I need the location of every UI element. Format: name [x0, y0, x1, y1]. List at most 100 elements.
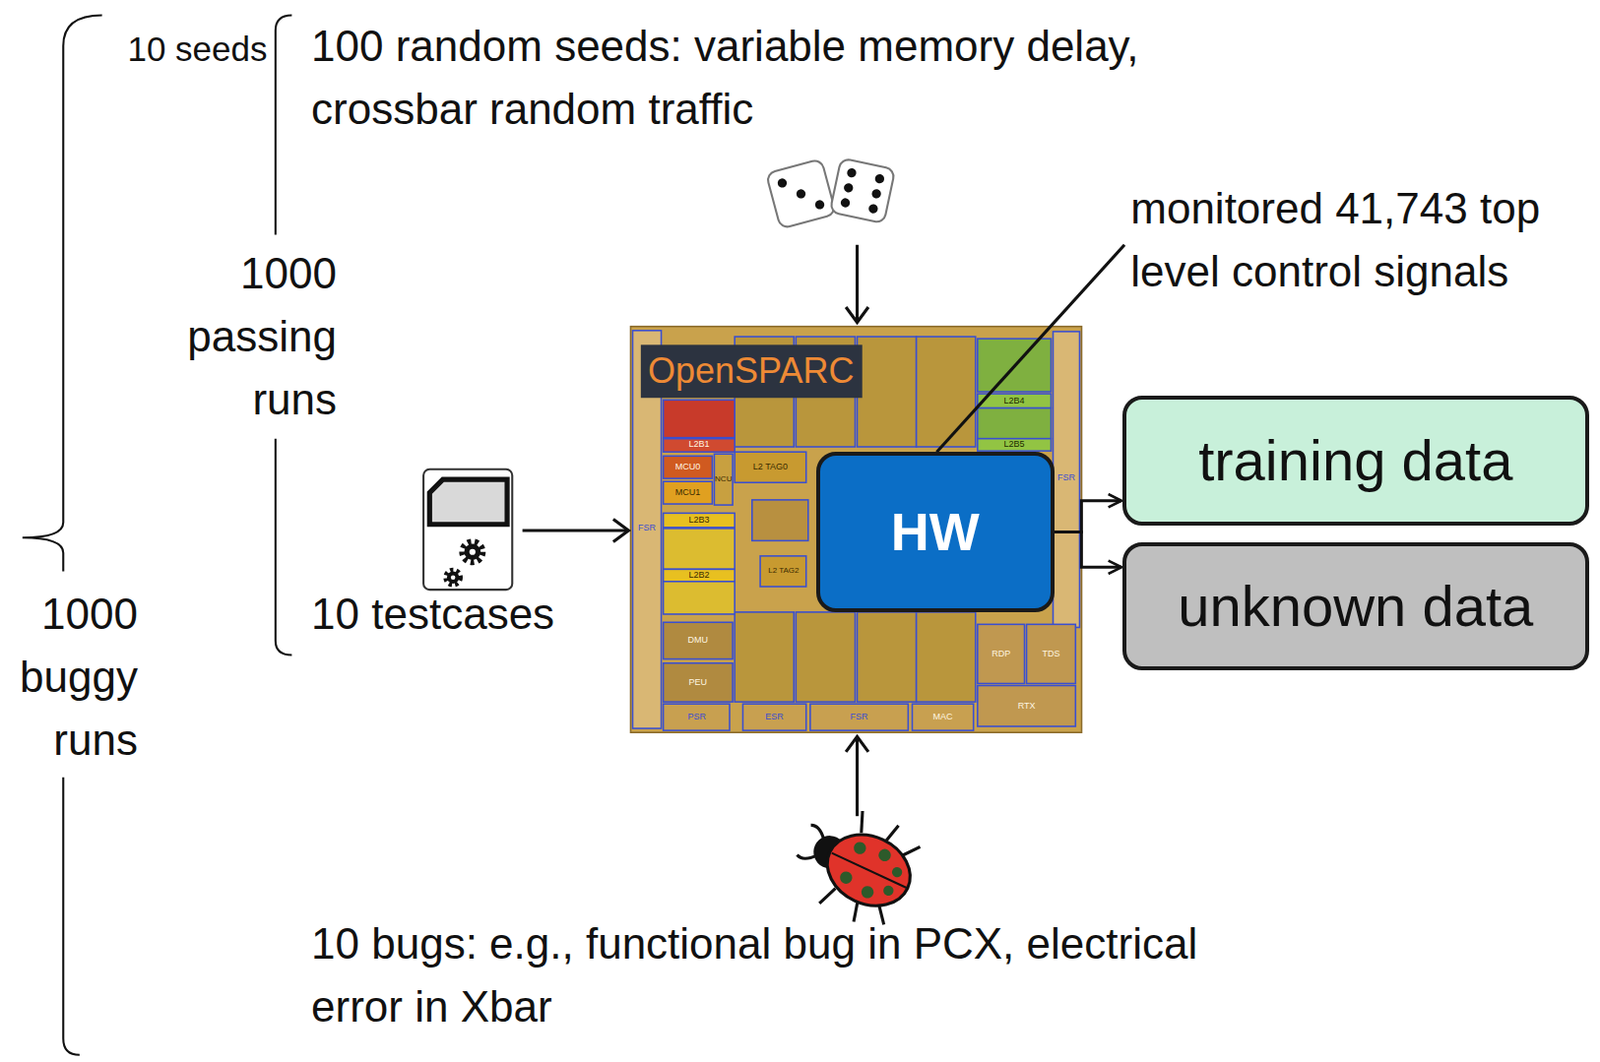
- testcase-icon: [423, 469, 512, 590]
- core-block: [795, 612, 855, 703]
- gear-teeth: [461, 541, 483, 563]
- io-block: [1026, 624, 1077, 684]
- tag-block: [760, 556, 807, 587]
- cache-block: [663, 439, 736, 452]
- input-note: 10 testcases: [311, 582, 705, 646]
- leg: [819, 885, 835, 907]
- gear-teeth: [446, 570, 461, 585]
- callout-note: monitored 41,743 top level control signa…: [1130, 177, 1599, 304]
- arrowhead: [613, 519, 630, 543]
- cache-block: [663, 512, 736, 528]
- serdes-block: [663, 704, 730, 731]
- arrowhead: [845, 736, 869, 753]
- hardware-box: HW: [816, 451, 1054, 613]
- bracket: [63, 777, 80, 1056]
- card-body: [423, 469, 512, 590]
- spot: [851, 839, 869, 857]
- block-label: MAC: [915, 711, 971, 723]
- cache-block: [663, 569, 736, 581]
- pip: [776, 177, 788, 189]
- shell-split: [832, 853, 908, 890]
- serdes-block: [742, 704, 806, 731]
- memory-block: [663, 481, 713, 505]
- run-count: 1000 passing runs: [154, 242, 337, 432]
- arrow-line: [522, 528, 628, 532]
- pip: [842, 182, 854, 193]
- cache-block: [977, 439, 1052, 451]
- pip: [874, 173, 886, 185]
- spot: [876, 847, 894, 865]
- block-label: FSR: [1053, 472, 1080, 484]
- block-label: ESR: [745, 711, 805, 723]
- io-block: [977, 686, 1076, 727]
- serdes-block: [911, 704, 973, 731]
- core-block: [857, 336, 917, 448]
- output-box: unknown data: [1122, 542, 1590, 671]
- core-block: [734, 612, 794, 703]
- brackets: [22, 15, 293, 1056]
- block-label: PSR: [667, 711, 727, 723]
- block-label: PEU: [668, 677, 728, 689]
- arrow-line: [855, 738, 859, 817]
- io-block: [977, 624, 1025, 684]
- core-block: [857, 612, 917, 703]
- box-text: HW: [891, 501, 980, 563]
- shell: [815, 822, 922, 920]
- center-block: [752, 500, 809, 541]
- block-label: FSR: [632, 522, 662, 534]
- card-label: [429, 479, 508, 525]
- pip: [867, 203, 879, 215]
- die: [766, 158, 836, 229]
- box-text: unknown data: [1177, 574, 1534, 640]
- pip: [845, 167, 857, 179]
- gear-hole: [450, 575, 456, 580]
- block-label: MCU1: [663, 487, 713, 499]
- input-arrows: [522, 245, 1125, 817]
- spot: [859, 884, 877, 901]
- core-block: [916, 336, 976, 448]
- block-label: FSR: [830, 711, 890, 723]
- cache-block: [663, 581, 736, 615]
- block-label: TDS: [1028, 648, 1073, 660]
- spot: [890, 865, 904, 880]
- pip: [814, 198, 826, 210]
- input-note: 10 bugs: e.g., functional bug in PCX, el…: [311, 912, 1247, 1039]
- block-label: L2 TAG0: [740, 461, 800, 473]
- pip: [795, 188, 807, 199]
- bracket: [275, 15, 293, 236]
- gear: [447, 571, 459, 583]
- pip: [871, 188, 883, 199]
- block-label: L2B3: [669, 514, 729, 526]
- dice-icon: [766, 158, 896, 230]
- seed-count: 10 seeds: [95, 27, 268, 71]
- die-body: [630, 326, 1082, 734]
- run-count: 1000 buggy runs: [0, 582, 138, 772]
- block-label: L2B1: [669, 439, 729, 450]
- serdes-block: [810, 704, 908, 731]
- io-block: [663, 622, 733, 659]
- block-label: L2B5: [984, 439, 1044, 450]
- memory-block: [663, 455, 713, 479]
- pad-strip: [1053, 331, 1081, 629]
- logo-text: OpenSPARC: [640, 349, 862, 393]
- block-label: NCU: [708, 474, 739, 485]
- die: [830, 158, 896, 224]
- gear-hole: [469, 549, 476, 556]
- io-block: [663, 663, 733, 703]
- cache-block: [977, 408, 1052, 440]
- block-label: RTX: [997, 701, 1057, 712]
- output-box: training data: [1122, 395, 1590, 526]
- block-label: L2 TAG2: [762, 566, 806, 576]
- connector-arrow: [1054, 501, 1122, 533]
- gear: [464, 543, 482, 561]
- core-block: [916, 612, 976, 703]
- block-label: L2B2: [669, 570, 729, 581]
- block-label: L2B4: [984, 395, 1044, 407]
- tag-block: [734, 451, 807, 483]
- pip: [839, 197, 851, 209]
- connector-arrow: [1054, 531, 1122, 568]
- cache-block: [663, 528, 736, 570]
